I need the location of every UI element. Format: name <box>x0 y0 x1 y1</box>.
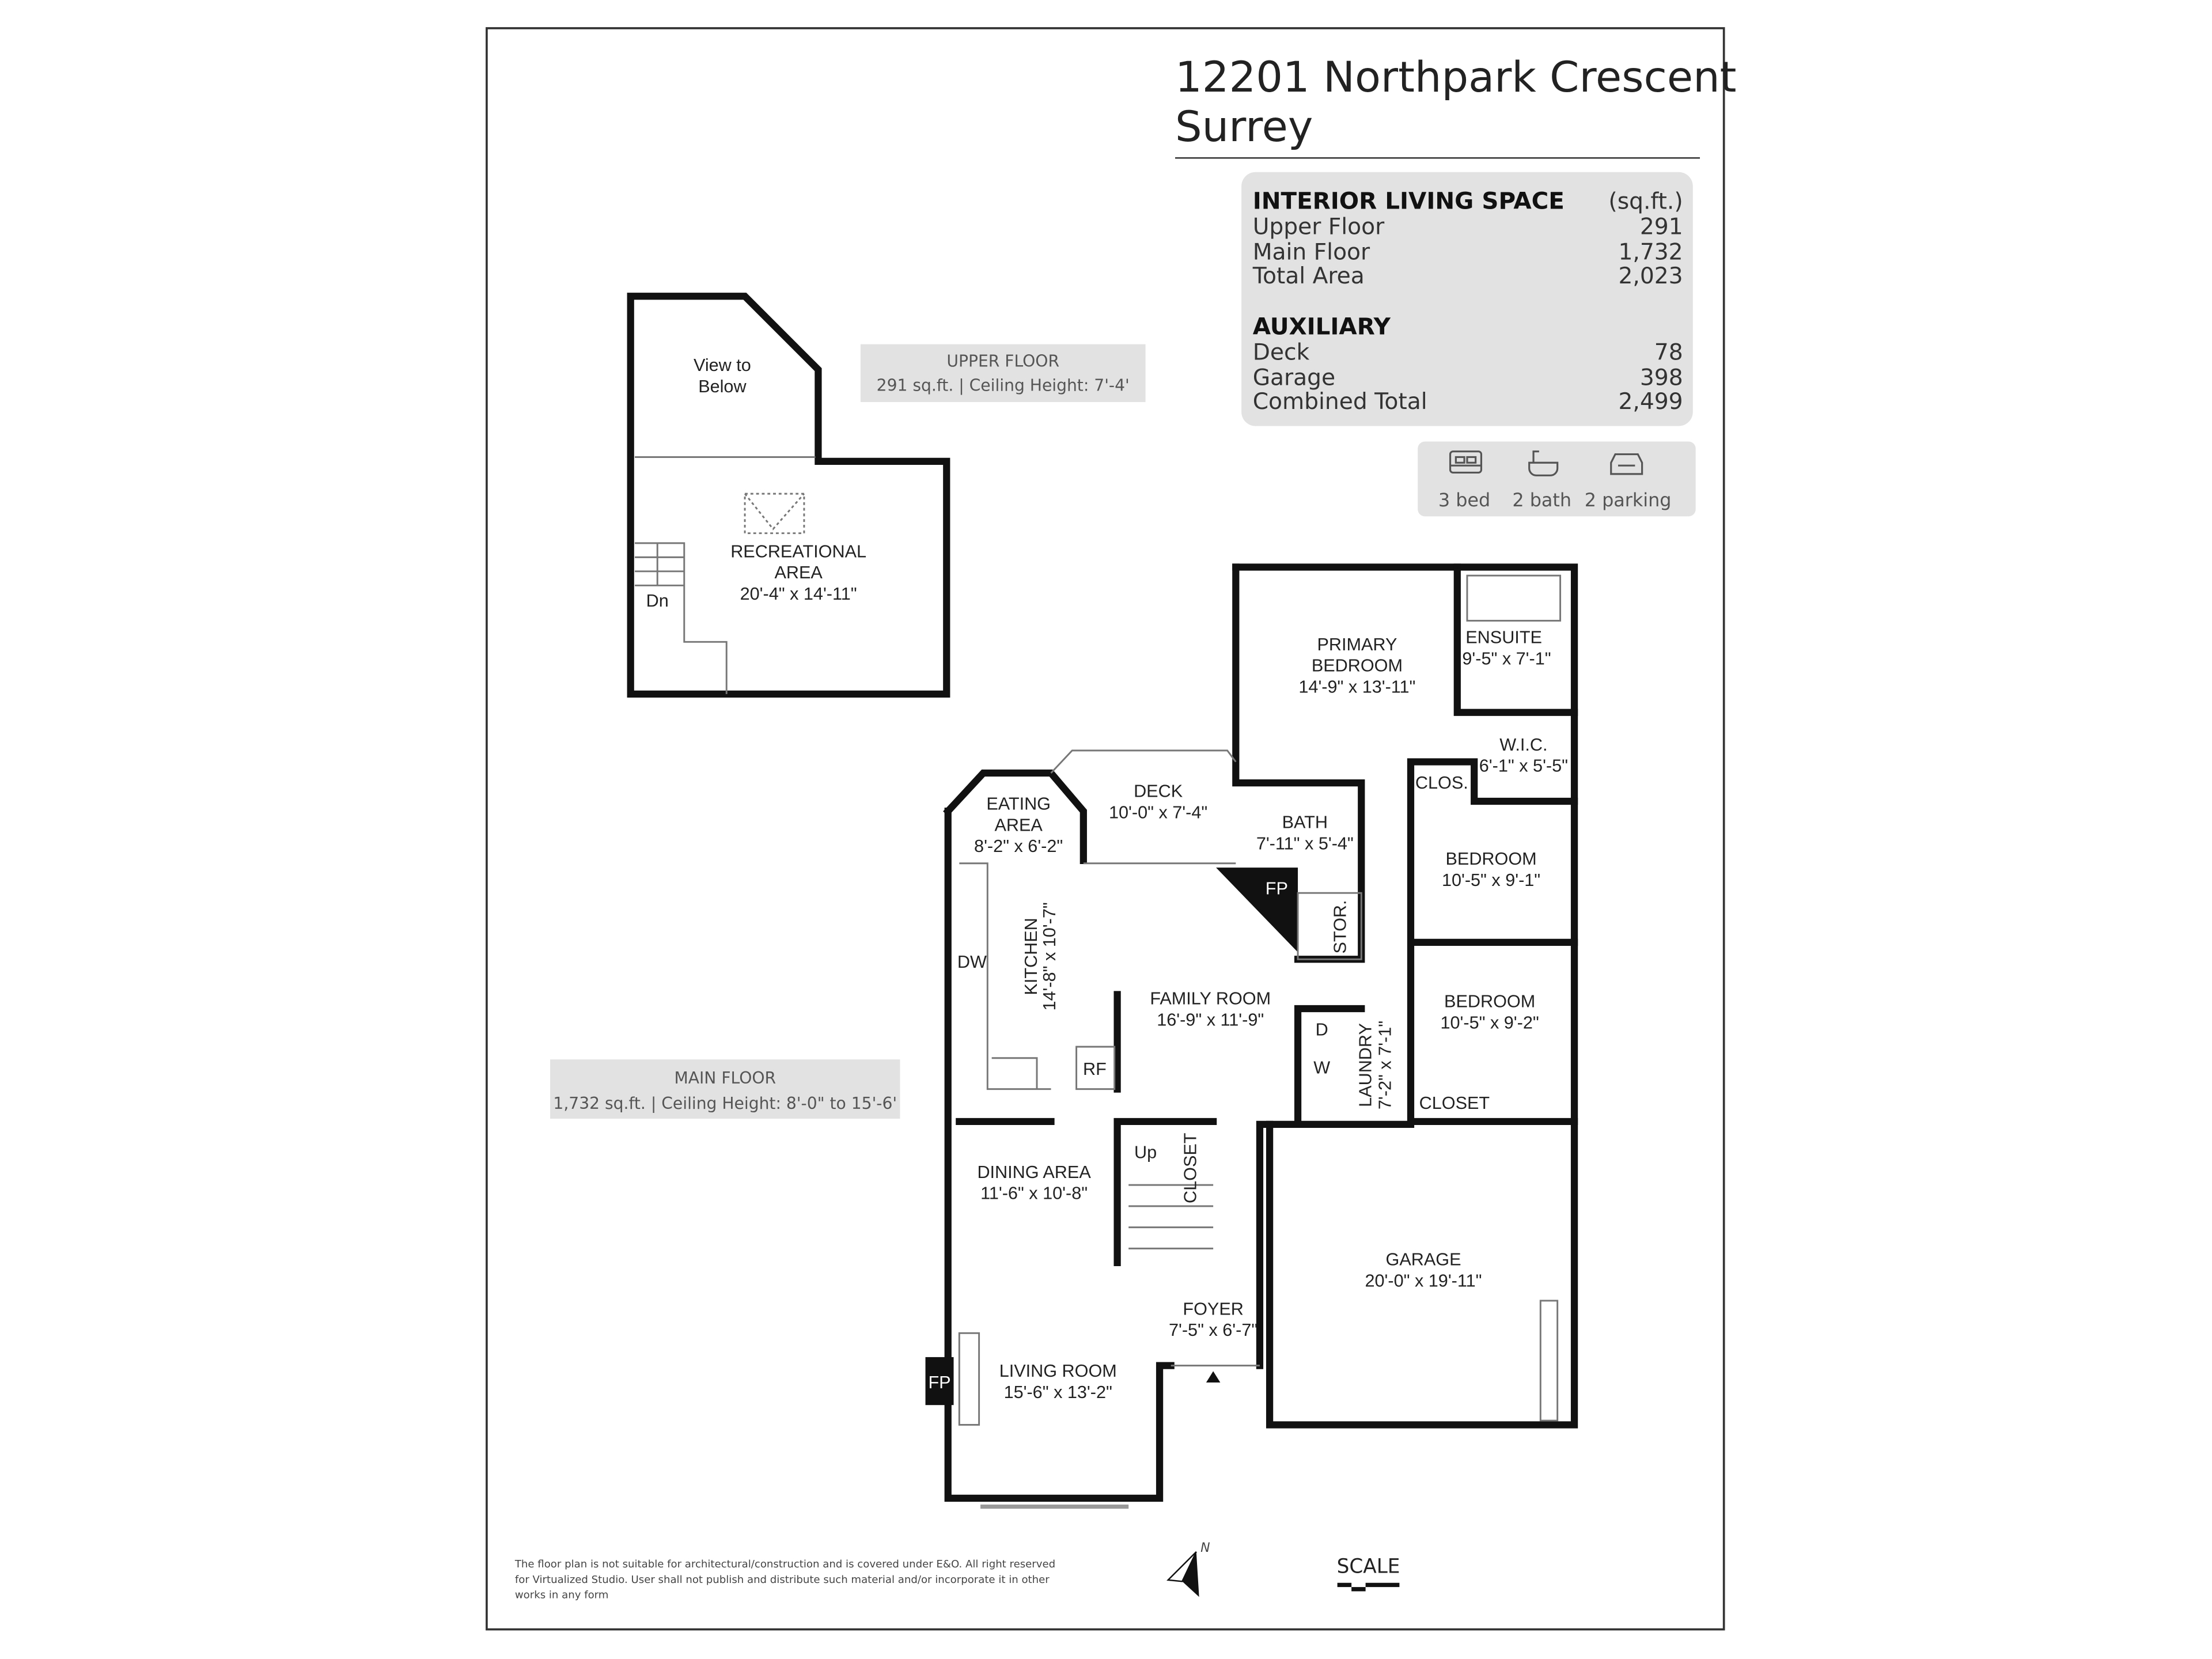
room-name: CLOSET <box>1181 1133 1200 1203</box>
north-arrow-icon: N <box>1166 1541 1210 1597</box>
stairs-down-label: Dn <box>646 591 669 611</box>
view-to-below-label: Below <box>698 377 747 396</box>
upper-floor-label: UPPER FLOOR 291 sq.ft. | Ceiling Height:… <box>860 344 1146 402</box>
room-name: GARAGE <box>1386 1250 1461 1270</box>
row-label: Upper Floor <box>1253 214 1385 240</box>
room-name: BATH <box>1282 813 1328 832</box>
room-name: STOR. <box>1330 900 1350 953</box>
entry-arrow-icon <box>1206 1371 1221 1382</box>
row-label: Total Area <box>1252 263 1365 289</box>
bed-icon <box>1449 450 1483 474</box>
unit-label: (sq.ft.) <box>1608 188 1683 214</box>
row-label: Combined Total <box>1253 389 1427 415</box>
scale-bar: SCALE <box>1337 1555 1400 1592</box>
room-dimensions: 15'-6" x 13'-2" <box>1004 1382 1112 1402</box>
main-floor-room-labels: PRIMARY BEDROOM 14'-9" x 13'-11" ENSUITE… <box>928 628 1568 1402</box>
room-name: LAUNDRY <box>1355 1023 1375 1107</box>
room-name: EATING <box>986 794 1051 814</box>
feature-label: 2 parking <box>1585 489 1672 511</box>
row-value: 78 <box>1654 339 1683 365</box>
car-icon <box>1610 453 1643 475</box>
disclaimer-line: The floor plan is not suitable for archi… <box>514 1558 1055 1570</box>
room-name: ENSUITE <box>1465 628 1542 647</box>
room-dimensions: 20'-0" x 19'-11" <box>1365 1271 1482 1290</box>
room-dimensions: 9'-5" x 7'-1" <box>1462 649 1551 668</box>
disclaimer-line: works in any form <box>515 1589 609 1601</box>
fireplace-shape <box>925 1357 954 1406</box>
main-floor-plan <box>925 563 1578 1509</box>
row-label: Garage <box>1253 365 1335 391</box>
room-name: BEDROOM <box>1445 849 1536 869</box>
upper-floor-plan: View to Below RECREATIONAL AREA 20'-4" x… <box>627 293 950 698</box>
room-name: BEDROOM <box>1312 656 1403 676</box>
room-dimensions: 10'-5" x 9'-2" <box>1440 1013 1539 1032</box>
fireplace-shape <box>1216 868 1298 953</box>
fireplace-label: FP <box>1266 879 1288 899</box>
room-dimensions: 11'-6" x 10'-8" <box>980 1184 1088 1203</box>
row-value: 1,732 <box>1618 240 1683 266</box>
stairs-up-label: Up <box>1134 1143 1157 1162</box>
room-name: FAMILY ROOM <box>1150 989 1271 1009</box>
room-name: AREA <box>774 563 823 582</box>
room-dimensions: 14'-9" x 13'-11" <box>1298 677 1415 696</box>
city-title: Surrey <box>1175 103 1313 151</box>
disclaimer: The floor plan is not suitable for archi… <box>514 1558 1055 1601</box>
features-panel: 3 bed 2 bath 2 parking <box>1418 441 1696 517</box>
room-dimensions: 6'-1" x 5'-5" <box>1479 756 1568 776</box>
room-dimensions: 20'-4" x 14'-11" <box>740 584 857 604</box>
fridge-label: RF <box>1083 1059 1107 1079</box>
row-label: Deck <box>1253 339 1310 365</box>
fireplace-label: FP <box>928 1373 950 1392</box>
row-value: 2,499 <box>1618 389 1683 415</box>
bathtub-icon <box>1528 450 1559 476</box>
feature-label: 3 bed <box>1438 489 1490 511</box>
disclaimer-line: for Virtualized Studio. User shall not p… <box>515 1574 1050 1586</box>
room-name: PRIMARY <box>1317 635 1397 654</box>
scale-label: SCALE <box>1337 1555 1400 1578</box>
row-value: 2,023 <box>1618 263 1683 289</box>
room-dimensions: 16'-9" x 11'-9" <box>1157 1010 1264 1029</box>
auxiliary-heading: AUXILIARY <box>1253 312 1391 340</box>
room-name: KITCHEN <box>1021 918 1041 995</box>
feature-label: 2 bath <box>1512 489 1571 511</box>
room-name: AREA <box>994 815 1043 835</box>
room-name: FOYER <box>1183 1299 1243 1319</box>
north-label: N <box>1200 1541 1210 1555</box>
main-floor-label: MAIN FLOOR 1,732 sq.ft. | Ceiling Height… <box>550 1059 900 1119</box>
interior-heading: INTERIOR LIVING SPACE <box>1253 187 1565 214</box>
room-name: DECK <box>1134 782 1183 801</box>
room-dimensions: 7'-11" x 5'-4" <box>1256 834 1354 853</box>
room-name: BEDROOM <box>1444 992 1535 1012</box>
floor-label: MAIN FLOOR <box>674 1069 776 1088</box>
row-value: 398 <box>1640 365 1683 391</box>
address-title: 12201 Northpark Crescent <box>1175 53 1736 102</box>
floor-label: UPPER FLOOR <box>946 352 1059 371</box>
room-dimensions: 14'-8" x 10'-7" <box>1040 902 1059 1010</box>
floor-detail: 291 sq.ft. | Ceiling Height: 7'-4' <box>877 376 1130 395</box>
room-name: CLOSET <box>1419 1093 1490 1113</box>
dryer-label: D <box>1316 1020 1328 1040</box>
dishwasher-label: DW <box>957 952 987 972</box>
room-name: W.I.C. <box>1499 735 1547 755</box>
room-dimensions: 8'-2" x 6'-2" <box>974 836 1063 856</box>
view-to-below-label: View to <box>694 355 751 375</box>
room-dimensions: 10'-5" x 9'-1" <box>1442 870 1540 890</box>
area-summary-panel: INTERIOR LIVING SPACE (sq.ft.) Upper Flo… <box>1241 172 1693 426</box>
row-label: Main Floor <box>1253 240 1370 266</box>
room-name: CLOS. <box>1415 773 1468 793</box>
floor-detail: 1,732 sq.ft. | Ceiling Height: 8'-0" to … <box>553 1094 897 1113</box>
room-dimensions: 7'-2" x 7'-1" <box>1376 1021 1395 1109</box>
room-dimensions: 7'-5" x 6'-7" <box>1169 1320 1257 1340</box>
room-name: RECREATIONAL <box>730 541 866 561</box>
room-name: DINING AREA <box>977 1162 1091 1182</box>
washer-label: W <box>1313 1058 1330 1078</box>
room-name: LIVING ROOM <box>999 1361 1117 1381</box>
room-dimensions: 10'-0" x 7'-4" <box>1109 802 1207 822</box>
row-value: 291 <box>1640 214 1683 240</box>
